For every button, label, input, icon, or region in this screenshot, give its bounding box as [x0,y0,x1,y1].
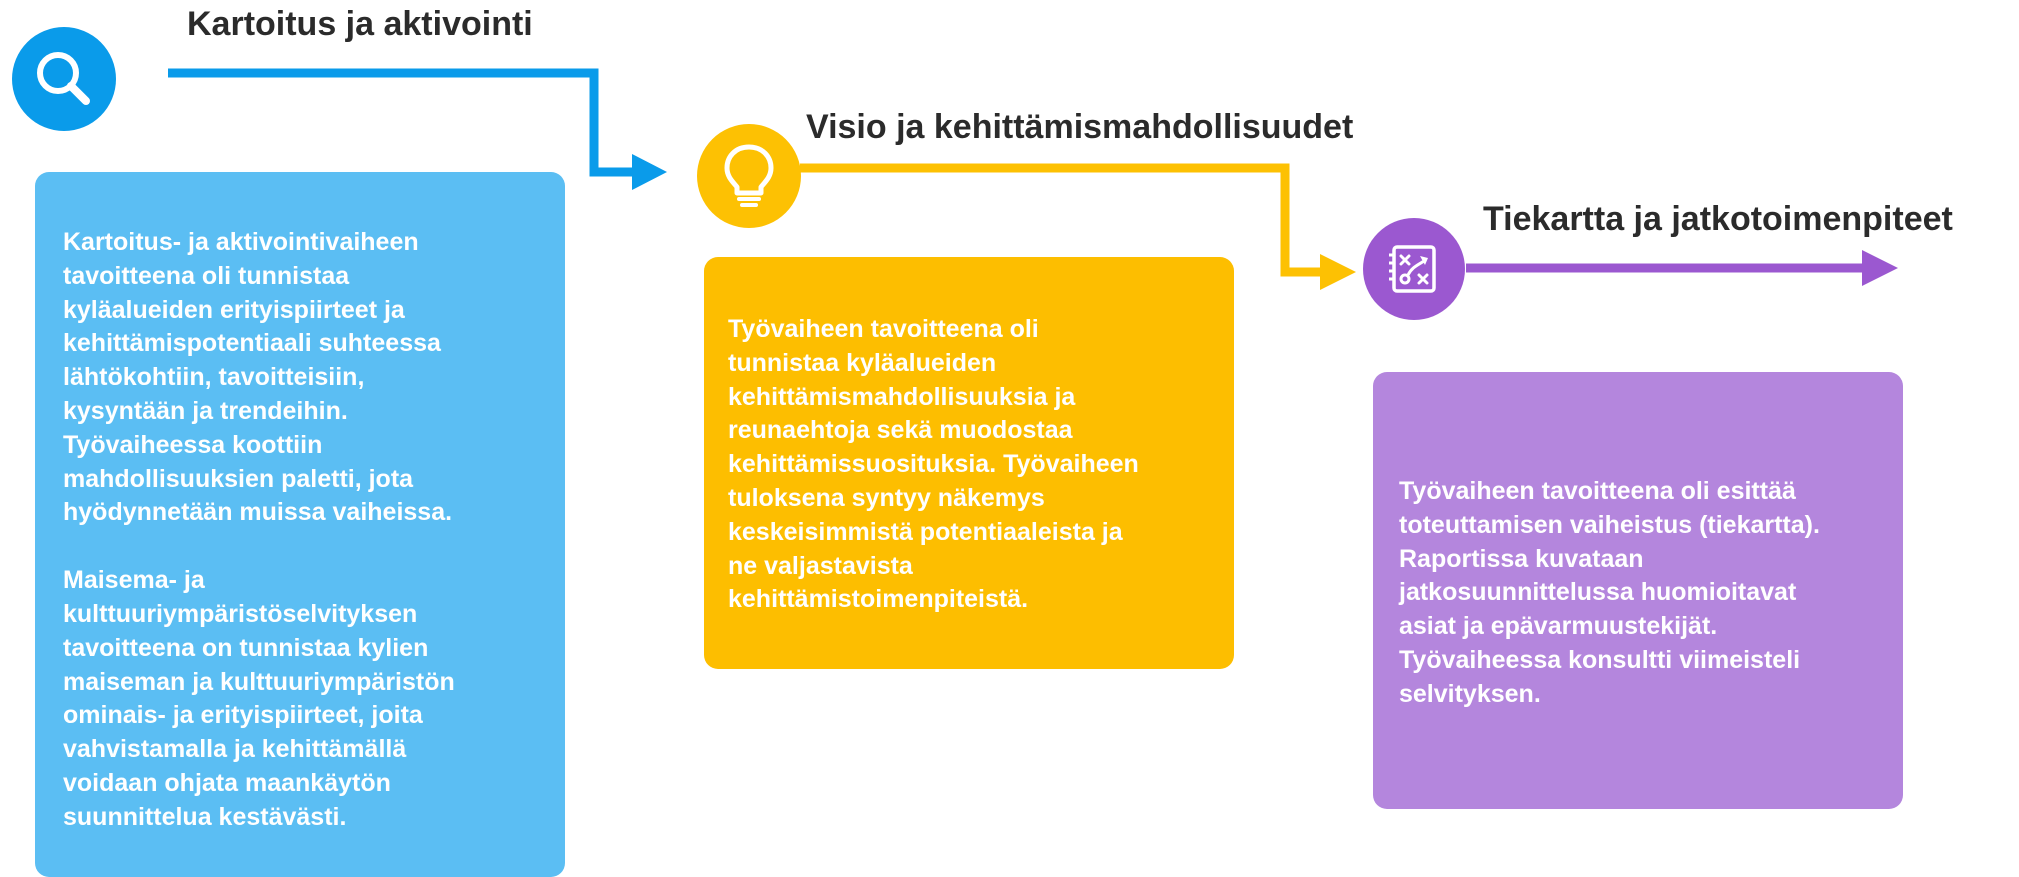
phase2-card: Työvaiheen tavoitteena oli tunnistaa kyl… [704,257,1234,669]
lightbulb-icon [724,144,774,207]
phase3-title: Tiekartta ja jatkotoimenpiteet [1483,200,1953,238]
connector-phase3-end [1466,250,1898,286]
phase1-icon-circle [12,27,116,131]
phase3-card-paragraph-1: Työvaiheen tavoitteena oli esittää toteu… [1399,477,1820,708]
connector-phase2-to-phase3 [800,163,1356,290]
phase3-icon-circle [1363,218,1465,320]
phase1-card: Kartoitus- ja aktivointivaiheen tavoitte… [35,172,565,877]
phase2-icon-circle [697,124,801,228]
strategy-plan-icon [1389,245,1436,293]
phase3-card: Työvaiheen tavoitteena oli esittää toteu… [1373,372,1903,809]
phase2-title: Visio ja kehittämismahdollisuudet [806,108,1354,146]
phase2-card-paragraph-1: Työvaiheen tavoitteena oli tunnistaa kyl… [728,315,1139,614]
connector-phase1-to-phase2 [168,68,667,190]
phase1-card-paragraph-1: Kartoitus- ja aktivointivaiheen tavoitte… [63,228,453,527]
phase1-card-paragraph-2: Maisema- ja kulttuuriympäristöselvitykse… [63,566,455,831]
phase1-title: Kartoitus ja aktivointi [187,5,533,43]
magnifier-icon [37,52,90,105]
